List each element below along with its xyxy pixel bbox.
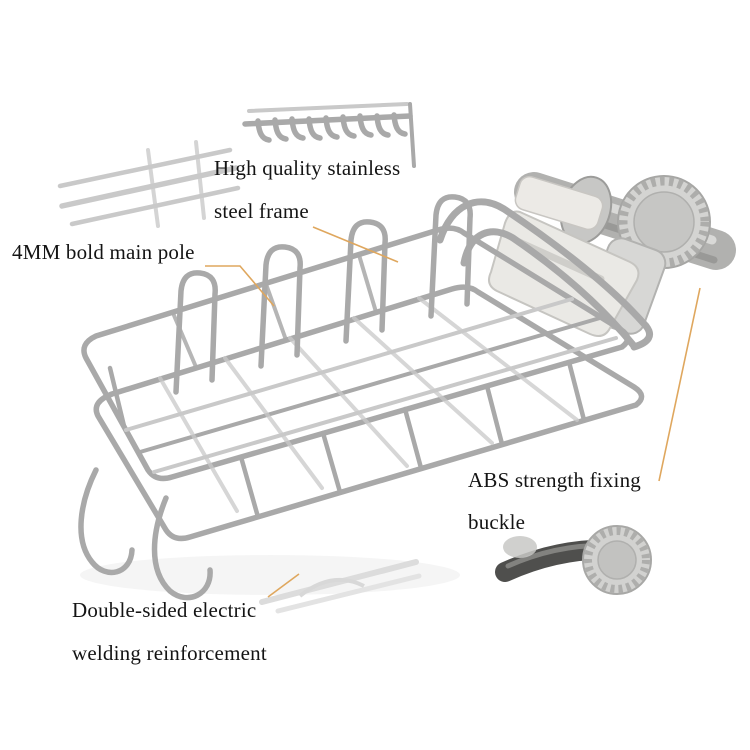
detail-crop-wire-grid xyxy=(57,140,241,228)
abs-buckle-clamp xyxy=(488,175,711,337)
rack-shadow xyxy=(80,555,460,595)
detail-crop-hook-rail xyxy=(242,102,416,168)
label-welding-line2: welding reinforcement xyxy=(72,641,267,665)
callout-lines xyxy=(205,226,701,598)
label-stainless-frame-line1: High quality stainless xyxy=(214,156,401,180)
label-abs-buckle-line1: ABS strength fixing xyxy=(468,468,641,492)
callout-steel-frame xyxy=(312,226,399,263)
label-stainless-frame-line2: steel frame xyxy=(214,199,309,223)
label-abs-buckle-line2: buckle xyxy=(468,510,526,534)
label-main-pole: 4MM bold main pole xyxy=(12,240,195,264)
wire-basket xyxy=(81,194,645,542)
callout-welding xyxy=(267,573,300,598)
callout-abs-buckle xyxy=(658,287,701,482)
label-welding-line1: Double-sided electric xyxy=(72,598,257,622)
hanging-hooks xyxy=(78,467,213,601)
detail-crop-welding xyxy=(259,559,422,614)
detail-crop-buckle xyxy=(495,525,652,595)
callout-main-pole xyxy=(205,265,275,307)
